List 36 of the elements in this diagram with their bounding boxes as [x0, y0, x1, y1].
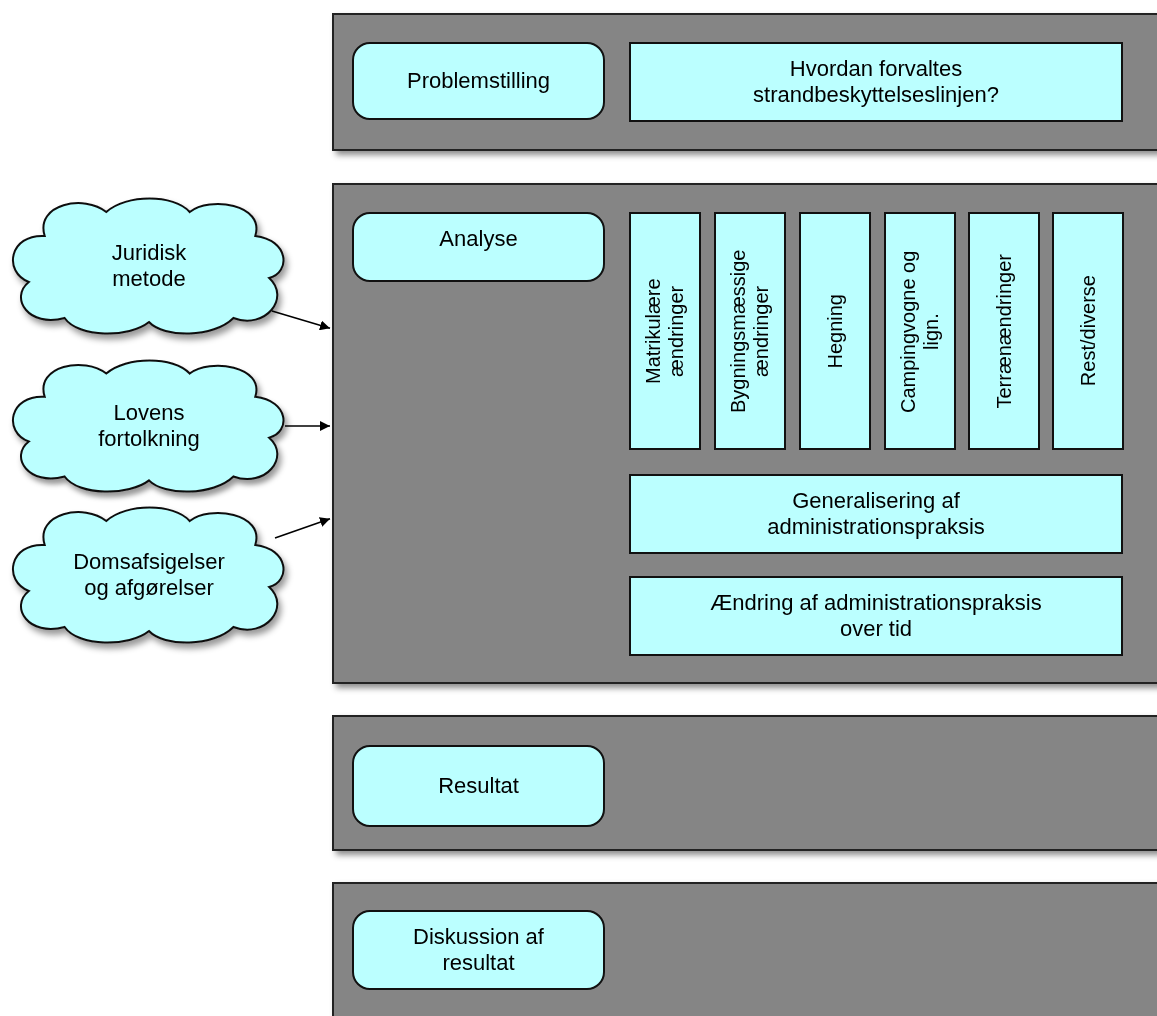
- arrow: [274, 517, 331, 539]
- node-label: Analyse: [439, 226, 518, 253]
- step-box: [352, 910, 605, 990]
- category-box: [799, 212, 871, 450]
- step-box: [352, 42, 605, 120]
- section-band: [332, 882, 1157, 1016]
- node-label: Generalisering af administrationspraksis: [766, 487, 986, 541]
- topic-box: [629, 42, 1123, 122]
- node-label: Resultat: [438, 772, 519, 800]
- node-label: Juridisk metode: [110, 239, 188, 293]
- node-label: Diskussion af resultat: [412, 923, 545, 977]
- category-box: [629, 212, 701, 450]
- section-band: [332, 13, 1157, 151]
- node-label: Rest/diverse: [1076, 275, 1100, 387]
- topic-box: [629, 474, 1123, 554]
- node-label: Matrikulære ændringer: [642, 277, 688, 386]
- category-box: [884, 212, 956, 450]
- arrow: [271, 310, 331, 331]
- node-label: Terrænændringer: [992, 253, 1016, 409]
- topic-box: [629, 576, 1123, 656]
- node-label: Ændring af administrationspraksis over tid: [709, 589, 1043, 643]
- step-box: [352, 212, 605, 282]
- node-label: Hvordan forvaltes strandbeskyttelseslinjen?: [752, 55, 1000, 109]
- arrow: [284, 421, 331, 431]
- category-box: [714, 212, 786, 450]
- section-band: [332, 183, 1157, 684]
- category-box: [1052, 212, 1124, 450]
- step-box: [352, 745, 605, 827]
- node-label: Lovens fortolkning: [97, 399, 201, 453]
- node-label: Domsafsigelser og afgørelser: [72, 548, 226, 602]
- category-box: [968, 212, 1040, 450]
- section-band: [332, 715, 1157, 851]
- node-label: Problemstilling: [406, 67, 551, 95]
- node-label: Hegning: [823, 293, 847, 369]
- node-label: Campingvogne og lign.: [897, 248, 943, 415]
- node-label: Bygningsmæssige ændringer: [727, 248, 773, 415]
